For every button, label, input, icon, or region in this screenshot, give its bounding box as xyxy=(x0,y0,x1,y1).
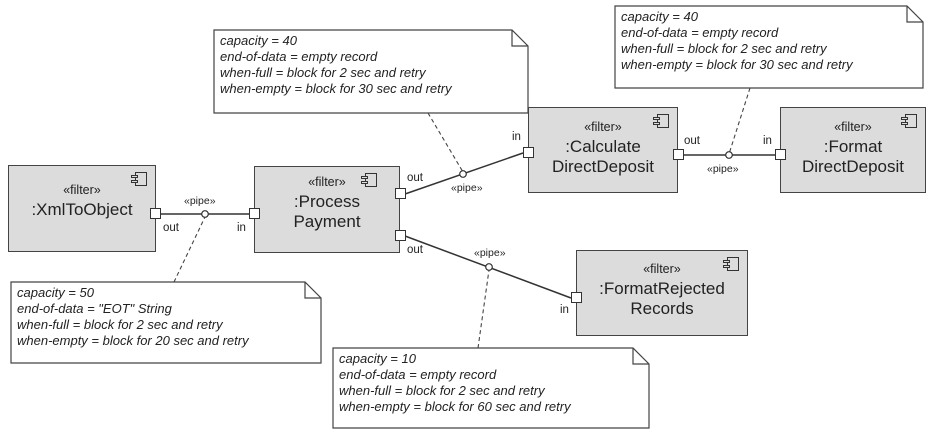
note-line: when-empty = block for 30 sec and retry xyxy=(621,57,853,72)
component-name: :Calculate DirectDeposit xyxy=(551,137,655,176)
component-name: :Format DirectDeposit xyxy=(801,137,905,176)
note-line: when-empty = block for 20 sec and retry xyxy=(17,333,249,348)
note-line: end-of-data = empty record xyxy=(339,367,497,382)
note-line: end-of-data = empty record xyxy=(621,25,779,40)
port-label-in: in xyxy=(560,304,569,316)
component-stereotype: «filter» xyxy=(308,175,346,189)
component-stereotype: «filter» xyxy=(63,183,101,197)
note-process-reject-shape xyxy=(332,347,650,429)
port-label-out: out xyxy=(407,172,423,184)
port-calc-in[interactable] xyxy=(523,147,534,158)
port-reject-in[interactable] xyxy=(571,292,582,303)
component-icon xyxy=(653,114,669,128)
component-name: :XmlToObject xyxy=(31,200,133,219)
note-process-calc-shape xyxy=(213,29,529,114)
note-xml-process-shape xyxy=(10,281,322,364)
note-line: when-full = block for 2 sec and retry xyxy=(220,65,426,80)
note-line: when-full = block for 2 sec and retry xyxy=(621,41,827,56)
note-line: when-full = block for 2 sec and retry xyxy=(17,317,223,332)
pipe-label: «pipe» xyxy=(707,163,739,175)
port-process-out-top[interactable] xyxy=(395,188,406,199)
component-stereotype: «filter» xyxy=(834,120,872,134)
note-line: when-full = block for 2 sec and retry xyxy=(339,383,545,398)
anchor-xml-process xyxy=(173,216,206,283)
note-process-reject: capacity = 10 end-of-data = empty record… xyxy=(339,351,571,415)
note-line: end-of-data = empty record xyxy=(220,49,378,64)
component-format-direct-deposit[interactable]: «filter» :Format DirectDeposit xyxy=(780,107,926,193)
port-process-out-bottom[interactable] xyxy=(395,230,406,241)
anchor-process-reject xyxy=(477,269,490,349)
component-format-rejected-records[interactable]: «filter» :FormatRejected Records xyxy=(576,250,748,336)
pipe-label: «pipe» xyxy=(474,247,506,259)
component-icon xyxy=(901,114,917,128)
component-icon xyxy=(361,173,377,187)
note-line: when-empty = block for 60 sec and retry xyxy=(339,399,571,414)
component-icon xyxy=(723,257,739,271)
anchor-process-calc xyxy=(427,112,464,173)
note-xml-process: capacity = 50 end-of-data = "EOT" String… xyxy=(17,285,249,349)
anchor-calc-format xyxy=(728,87,751,155)
port-label-in: in xyxy=(763,135,772,147)
note-line: when-empty = block for 30 sec and retry xyxy=(220,81,452,96)
pipe-knot-1 xyxy=(201,210,209,218)
component-name: :Process Payment xyxy=(293,192,361,231)
port-label-out: out xyxy=(163,222,179,234)
note-calc-format: capacity = 40 end-of-data = empty record… xyxy=(621,9,853,73)
note-line: capacity = 50 xyxy=(17,285,94,300)
note-line: capacity = 10 xyxy=(339,351,416,366)
port-process-in[interactable] xyxy=(249,208,260,219)
component-stereotype: «filter» xyxy=(643,262,681,276)
component-name: :FormatRejected Records xyxy=(599,279,725,318)
component-stereotype: «filter» xyxy=(584,120,622,134)
pipe-label: «pipe» xyxy=(451,182,483,194)
component-icon xyxy=(131,172,147,186)
port-xml-out[interactable] xyxy=(150,208,161,219)
note-line: end-of-data = "EOT" String xyxy=(17,301,172,316)
port-label-out: out xyxy=(684,135,700,147)
pipe-knot-4 xyxy=(485,263,493,271)
pipe-label: «pipe» xyxy=(184,195,216,207)
note-line: capacity = 40 xyxy=(621,9,698,24)
component-process-payment[interactable]: «filter» :Process Payment xyxy=(254,166,400,253)
note-process-calc: capacity = 40 end-of-data = empty record… xyxy=(220,33,452,97)
port-label-in: in xyxy=(512,131,521,143)
pipe-knot-3 xyxy=(725,151,733,159)
port-format-in[interactable] xyxy=(775,149,786,160)
pipe-knot-2 xyxy=(459,170,467,178)
port-label-out: out xyxy=(407,244,423,256)
component-xml-to-object[interactable]: «filter» :XmlToObject xyxy=(8,165,156,252)
port-calc-out[interactable] xyxy=(673,149,684,160)
component-calculate-direct-deposit[interactable]: «filter» :Calculate DirectDeposit xyxy=(528,107,678,193)
note-line: capacity = 40 xyxy=(220,33,297,48)
port-label-in: in xyxy=(237,222,246,234)
note-calc-format-shape xyxy=(614,5,924,89)
